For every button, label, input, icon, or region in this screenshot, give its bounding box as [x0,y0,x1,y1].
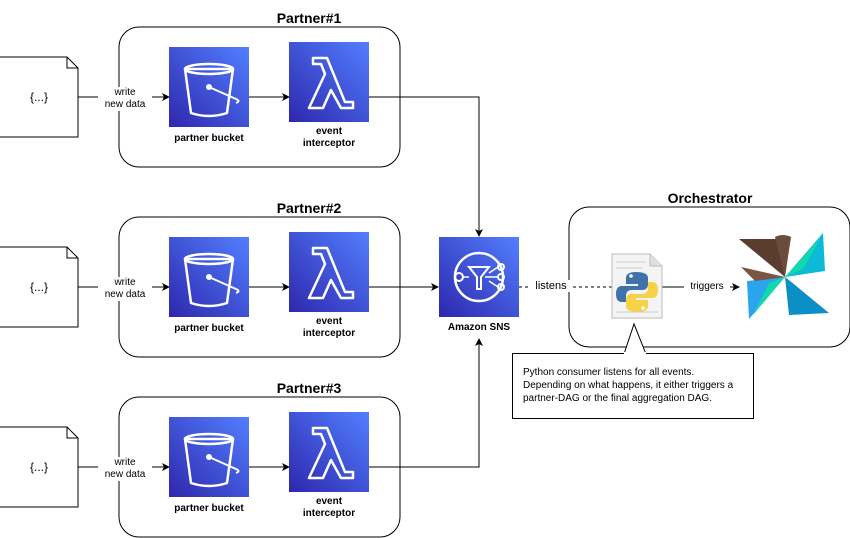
partner3-title: Partner#3 [276,380,342,396]
partner1-lambda-to-sns-arrow [369,96,483,237]
listens-label: listens [530,280,572,292]
s3-bucket-icon [169,417,249,497]
partner3-lambda-label: event interceptor [302,496,356,519]
python-file-icon [611,253,663,319]
orchestrator-title: Orchestrator [667,190,753,206]
partner2-lambda-label: event interceptor [302,316,356,339]
partner1-bucket-label: partner bucket [174,133,244,144]
s3-bucket-icon [169,237,249,317]
partner3-lambda-to-sns-arrow [369,338,483,468]
partner1-write-label: write new data [98,87,152,111]
partner2-bucket-label: partner bucket [174,323,244,334]
airflow-pinwheel-icon [739,233,829,319]
partner2-title: Partner#2 [276,200,342,216]
triggers-label: triggers [684,281,730,293]
sns-icon [439,237,519,317]
orchestrator-container [568,206,850,348]
lambda-icon [289,232,369,312]
lambda-icon [289,42,369,122]
partner1-document-label: {...} [29,90,49,104]
lambda-icon [289,412,369,492]
partner3-document-label: {...} [29,460,49,474]
sns-label: Amazon SNS [447,322,511,333]
partner1-title: Partner#1 [276,10,342,26]
partner1-lambda-label: event interceptor [302,126,356,149]
s3-bucket-icon [169,47,249,127]
consumer-note: Python consumer listens for all events. … [512,353,754,419]
partner3-bucket-label: partner bucket [174,503,244,514]
partner2-document-label: {...} [29,280,49,294]
callout-pointer [623,322,647,355]
partner3-write-label: write new data [98,457,152,481]
partner2-write-label: write new data [98,277,152,301]
